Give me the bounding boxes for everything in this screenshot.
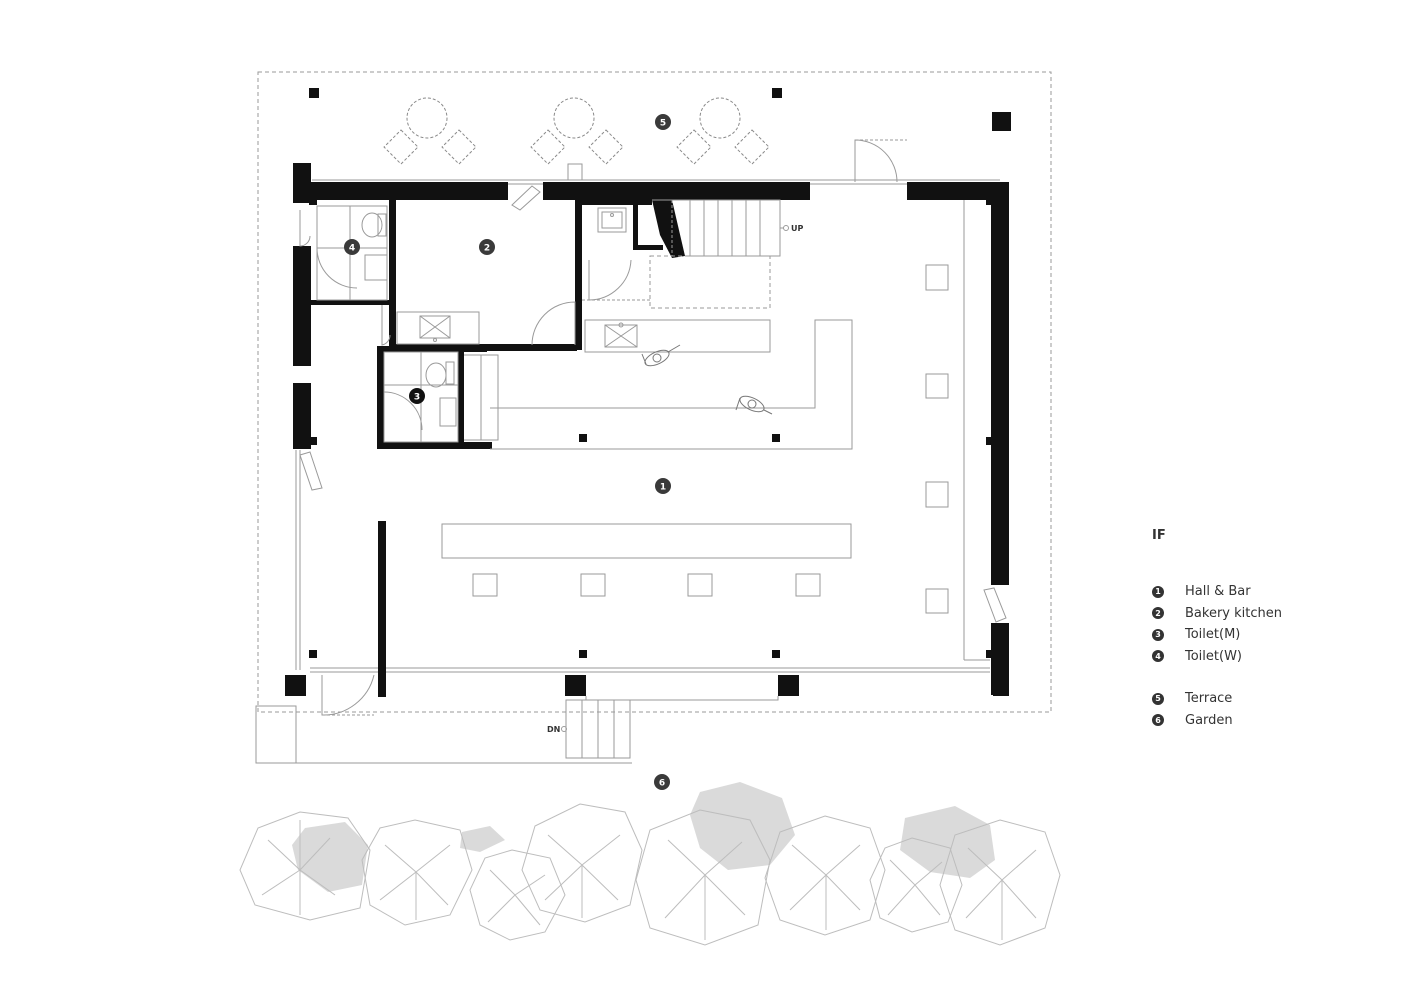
- legend: IF 1 Hall & Bar 2 Bakery kitchen 3 Toile…: [1152, 528, 1282, 731]
- stair-down: [561, 696, 779, 759]
- tree-canopy: [635, 809, 771, 946]
- person-figure: [641, 344, 773, 415]
- legend-bullet: 2: [1152, 607, 1164, 620]
- svg-text:1: 1: [660, 483, 666, 493]
- room-marker-5: 5: [655, 114, 671, 130]
- room-marker-1: 1: [655, 478, 671, 494]
- terrace-tables: [383, 97, 770, 181]
- tree-canopy: [869, 837, 963, 933]
- stair-wall: [652, 200, 685, 258]
- garden-tree-shadows: [292, 782, 995, 892]
- stair-up: [649, 199, 789, 309]
- svg-text:3: 3: [414, 393, 420, 403]
- stair-down-label: DN: [547, 725, 560, 734]
- legend-bullet: 3: [1152, 628, 1164, 641]
- tree-canopy: [521, 803, 643, 923]
- kitchen-fixtures: [396, 301, 576, 346]
- terrace-table-set: [530, 97, 624, 165]
- legend-label: Terrace: [1185, 691, 1233, 707]
- walls: [285, 88, 1011, 697]
- svg-text:5: 5: [660, 119, 666, 129]
- legend-item-garden: 6 Garden: [1152, 710, 1282, 732]
- legend-label: Toilet(M): [1185, 627, 1241, 643]
- floor-label: IF: [1152, 528, 1166, 543]
- room-marker-3: 3: [409, 388, 425, 404]
- glazing: [295, 179, 1000, 673]
- garden-trees: [239, 803, 1061, 946]
- stair-up-label: UP: [791, 224, 803, 233]
- terrace-table-set: [676, 97, 770, 165]
- legend-bullet: 4: [1152, 650, 1164, 663]
- tree-canopy: [469, 849, 566, 941]
- legend-label: Garden: [1185, 712, 1233, 728]
- svg-text:4: 4: [349, 244, 355, 254]
- legend-label: Hall & Bar: [1185, 584, 1251, 600]
- legend-label: Bakery kitchen: [1185, 605, 1282, 621]
- wash-basin: [582, 207, 650, 301]
- toilet-w-fixtures: [299, 205, 388, 301]
- tree-canopy: [764, 815, 886, 936]
- svg-text:2: 2: [484, 244, 490, 254]
- legend-item-hall-bar: 1 Hall & Bar: [1152, 581, 1282, 603]
- legend-label: Toilet(W): [1185, 648, 1243, 664]
- seats: [472, 264, 949, 614]
- bar-counters: [441, 319, 853, 559]
- room-marker-4: 4: [344, 239, 360, 255]
- svg-text:6: 6: [659, 779, 665, 789]
- room-marker-6: 6: [654, 774, 670, 790]
- terrace-table-set: [383, 97, 477, 165]
- legend-bullet: 5: [1152, 692, 1164, 705]
- tree-canopy: [939, 819, 1061, 946]
- legend-item-toilet-m: 3 Toilet(M): [1152, 624, 1282, 646]
- legend-bullet: 1: [1152, 585, 1164, 598]
- room-marker-2: 2: [479, 239, 495, 255]
- legend-item-bakery-kitchen: 2 Bakery kitchen: [1152, 603, 1282, 625]
- legend-item-toilet-w: 4 Toilet(W): [1152, 646, 1282, 668]
- toilet-m-fixtures: [381, 305, 499, 443]
- tree-canopy: [361, 819, 473, 926]
- tree-canopy: [239, 811, 371, 921]
- legend-bullet: 6: [1152, 714, 1164, 727]
- doors: [299, 139, 1007, 716]
- terrace-outline: [257, 71, 1052, 713]
- entrance-step-box: [255, 705, 297, 764]
- legend-item-terrace: 5 Terrace: [1152, 688, 1282, 710]
